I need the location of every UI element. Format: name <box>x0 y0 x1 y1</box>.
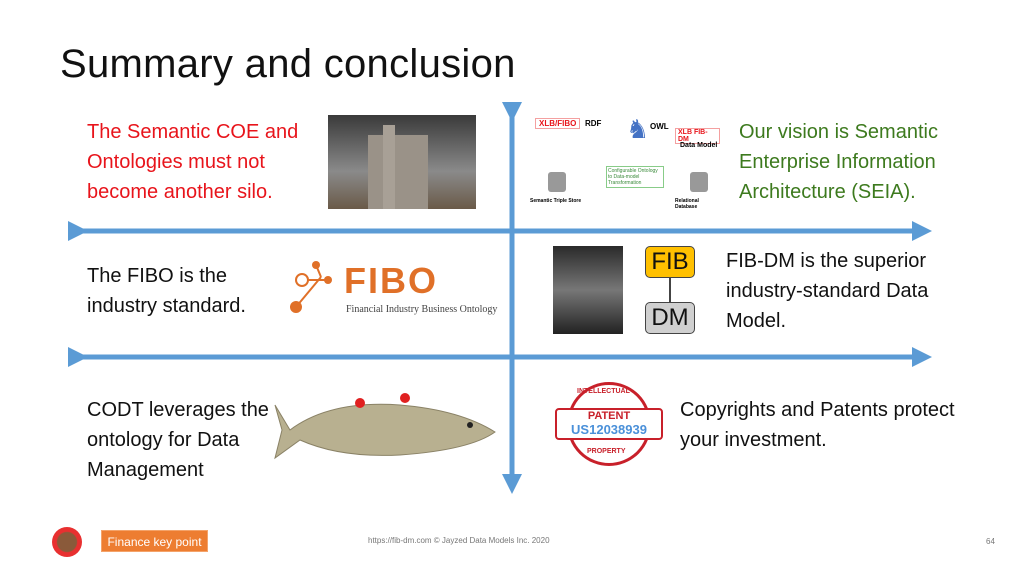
relationship-line <box>669 278 671 302</box>
database-icon <box>690 172 708 192</box>
database-icon <box>548 172 566 192</box>
xlb-fibo-label: XLB/FIBO <box>535 118 581 129</box>
owl-icon: ♞ <box>626 114 650 144</box>
relational-db-label: Relational Database <box>675 198 699 210</box>
triple-store-label: Semantic Triple Store <box>530 198 582 204</box>
finance-key-point-button[interactable]: Finance key point <box>101 530 208 552</box>
data-model-label: Data Model <box>680 142 718 149</box>
stamp-bottom-text: PROPERTY <box>587 448 626 455</box>
fibo-network-icon <box>290 261 332 313</box>
fibdm-text: FIB-DM is the superior industry-standard… <box>726 250 929 332</box>
silo-photo <box>328 115 476 209</box>
patent-number: US12038939 <box>571 422 647 437</box>
page-number: 64 <box>986 537 995 546</box>
stamp-top-text: INTELLECTUAL <box>577 388 630 395</box>
footer-copyright: https://fib-dm.com © Jayzed Data Models … <box>368 536 550 545</box>
fib-box: FIB <box>645 246 695 278</box>
patents-text: Copyrights and Patents protect your inve… <box>680 399 955 451</box>
ontology-transformation-diagram: XLB/FIBO RDF ♞ OWL XLB FIB-DM Data Model… <box>530 110 720 210</box>
page-title: Summary and conclusion <box>60 42 516 86</box>
transform-label: Configurable Ontology to Data-model Tran… <box>606 166 664 188</box>
fibo-logo-name: FIBO <box>344 260 438 301</box>
avatar <box>52 527 82 557</box>
dm-box: DM <box>645 302 695 334</box>
fibo-text: The FIBO is the industry standard. <box>87 265 246 317</box>
vision-text: Our vision is Semantic Enterprise Inform… <box>739 121 938 203</box>
codt-text: CODT leverages the ontology for Data Man… <box>87 399 269 481</box>
portrait-image <box>553 246 623 334</box>
patent-stamp: INTELLECTUAL PATENT US12038939 PROPERTY <box>553 382 665 466</box>
silo-text: The Semantic COE and Ontologies must not… <box>87 121 299 203</box>
xlb-fibdm-label: XLB FIB-DM <box>675 128 720 144</box>
stamp-label: PATENT <box>587 410 631 422</box>
rdf-label: RDF <box>585 119 602 128</box>
fibo-logo-subtitle: Financial Industry Business Ontology <box>346 304 498 315</box>
owl-label: OWL <box>650 122 669 131</box>
fibo-logo: FIBO Financial Industry Business Ontolog… <box>288 260 498 320</box>
